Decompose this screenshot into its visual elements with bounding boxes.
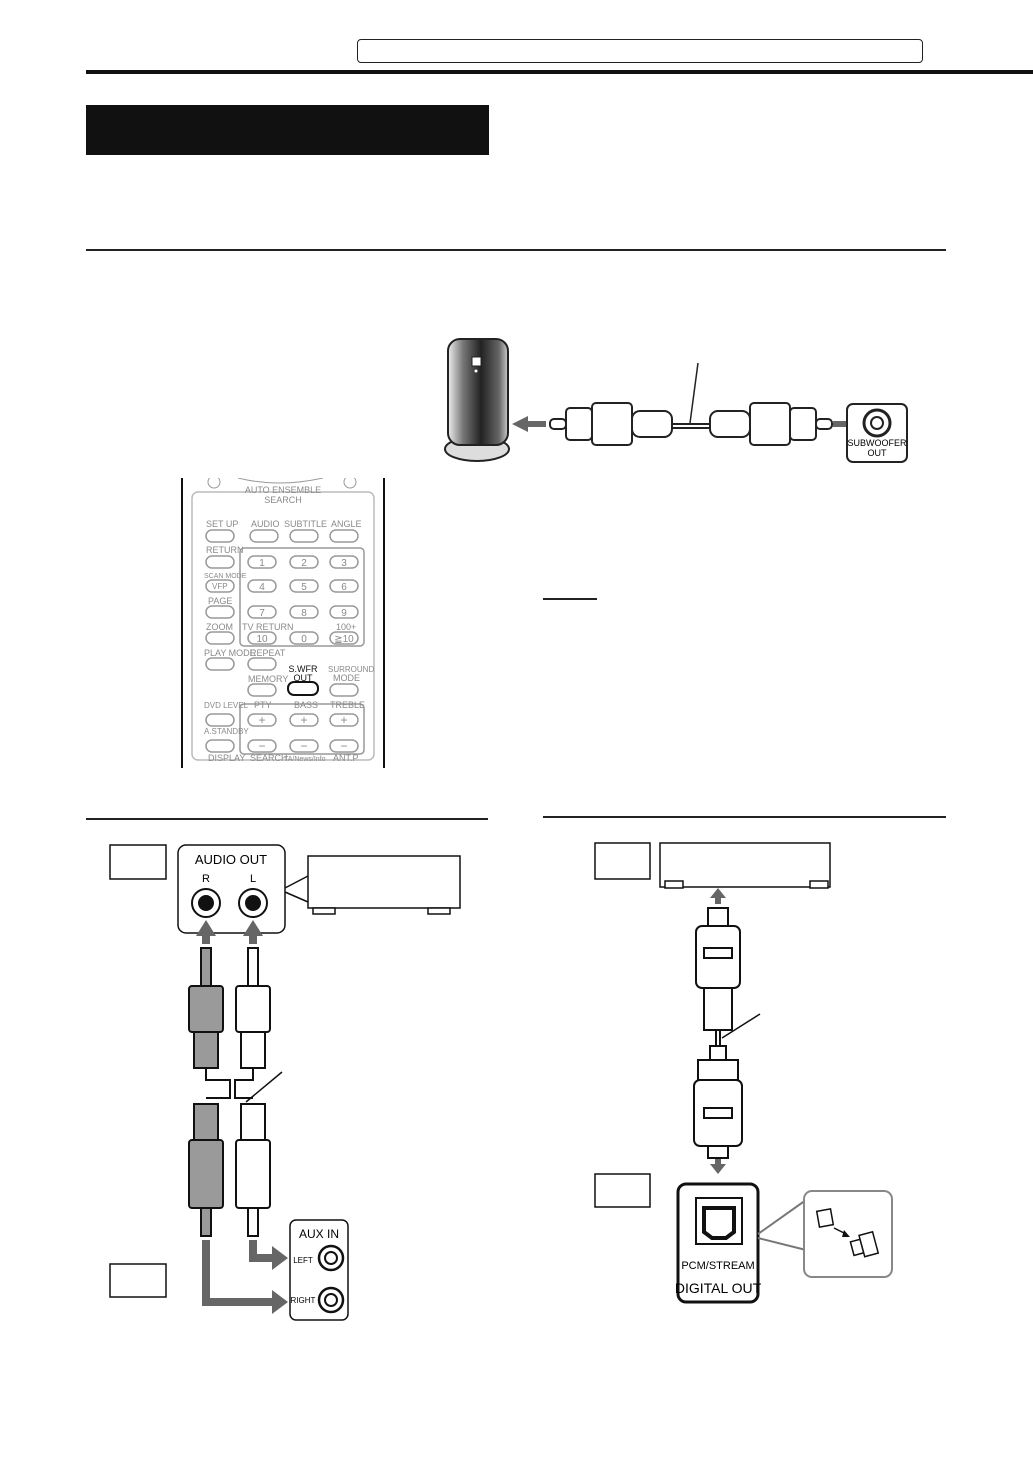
remote-label-auto-ensemble: AUTO ENSEMBLE	[245, 485, 321, 495]
remote-key-5: 5	[301, 582, 307, 593]
remote-btn-repeat: REPEAT	[250, 648, 286, 658]
aux-left-label: LEFT	[293, 1256, 313, 1265]
section-divider	[86, 249, 946, 251]
receiver-component-icon	[659, 842, 831, 889]
aux-right-label: RIGHT	[291, 1296, 316, 1305]
source-component-icon	[284, 855, 461, 915]
remote-control-illustration: AUTO ENSEMBLE SEARCH SET UP AUDIO SUBTIT…	[181, 478, 385, 768]
remote-key-8: 8	[301, 608, 307, 619]
aux-in-title: AUX IN	[299, 1227, 339, 1241]
remote-label-surround: SURROUND	[328, 665, 374, 674]
swfr-out-button	[287, 681, 319, 696]
subwoofer-jack-label-1: SUBWOOFER	[847, 438, 907, 448]
remote-btn-a-standby: A.STANDBY	[204, 727, 249, 736]
remote-btn-search: SEARCH	[250, 753, 288, 763]
analog-path-arrows	[202, 1240, 288, 1314]
remote-btn-dvd-level: DVD LEVEL	[204, 701, 249, 710]
remote-btn-play-mode: PLAY MODE	[204, 648, 256, 658]
optical-dust-cap-inset	[757, 1190, 893, 1278]
remote-btn-scan-mode: SCAN MODE	[204, 573, 247, 580]
remote-key-ge10: ≧10	[334, 634, 354, 645]
remote-btn-vfp: VFP	[212, 582, 228, 591]
digital-arrows	[710, 888, 726, 1174]
remote-label-pty: PTY	[254, 700, 272, 710]
remote-key-1: 1	[259, 558, 265, 569]
remote-btn-angle: ANGLE	[331, 519, 362, 529]
remote-key-10: 10	[256, 634, 268, 645]
remote-btn-subtitle: SUBTITLE	[284, 519, 327, 529]
remote-treble-minus: −	[340, 739, 347, 753]
rca-plugs-top	[188, 947, 271, 1099]
subwoofer-out-jack: SUBWOOFER OUT	[846, 403, 908, 463]
remote-bass-minus: −	[300, 739, 307, 753]
digital-connection-diagram: PCM/STREAM DIGITAL OUT	[594, 842, 893, 1304]
audio-out-title: AUDIO OUT	[195, 852, 267, 867]
subwoofer-connection-diagram: SUBWOOFER OUT	[444, 338, 908, 463]
section-title-bar	[86, 105, 489, 155]
remote-pty-plus: +	[258, 713, 265, 727]
remote-label-search: SEARCH	[264, 495, 302, 505]
optical-cable-icon	[693, 907, 743, 1159]
left-arrow-icon	[512, 416, 546, 432]
remote-key-9: 9	[341, 608, 347, 619]
remote-pty-minus: −	[258, 739, 265, 753]
cable-pointer-line	[245, 1071, 283, 1103]
analog-step-box-2	[109, 1263, 167, 1298]
subwoofer-jack-label-2: OUT	[868, 448, 888, 458]
remote-key-4: 4	[259, 582, 265, 593]
subwoofer-speaker-icon	[444, 338, 510, 462]
remote-key-0: 0	[301, 634, 307, 645]
remote-label-tv-return: TV RETURN	[242, 622, 294, 632]
remote-treble-plus: +	[340, 713, 347, 727]
audio-out-l-label: L	[250, 873, 256, 885]
remote-label-treble: TREBLE	[330, 700, 365, 710]
remote-btn-page: PAGE	[208, 596, 232, 606]
remote-btn-return: RETURN	[206, 545, 244, 555]
audio-out-r-label: R	[202, 873, 210, 885]
analog-connection-diagram: AUDIO OUT R L	[109, 844, 461, 1321]
remote-label-bass: BASS	[294, 700, 318, 710]
remote-label-100plus: 100+	[336, 622, 356, 632]
digital-out-jack: PCM/STREAM DIGITAL OUT	[675, 1182, 762, 1304]
header-box	[357, 39, 923, 63]
analog-section-rule	[86, 818, 488, 820]
remote-bass-plus: +	[300, 713, 307, 727]
optical-pointer-line	[721, 1013, 761, 1039]
remote-label-swfr: S.WFR	[289, 664, 318, 674]
remote-btn-memory: MEMORY	[248, 674, 288, 684]
pcm-stream-label: PCM/STREAM	[681, 1260, 754, 1272]
remote-btn-ta-news-info: TA/News/Info	[284, 756, 326, 763]
remote-btn-display: DISPLAY	[208, 753, 245, 763]
remote-btn-ant-p: ANT.P	[333, 753, 359, 763]
digital-out-label: DIGITAL OUT	[675, 1280, 762, 1296]
remote-key-3: 3	[341, 558, 347, 569]
remote-key-7: 7	[259, 608, 265, 619]
aux-in-panel: AUX IN LEFT RIGHT	[289, 1219, 349, 1321]
digital-step-box-2	[594, 1173, 651, 1208]
remote-btn-set-up: SET UP	[206, 519, 238, 529]
remote-key-2: 2	[301, 558, 307, 569]
audio-out-panel: AUDIO OUT R L	[177, 844, 286, 934]
digital-step-box-1	[594, 842, 651, 880]
analog-step-box-1	[109, 844, 167, 880]
header-rule	[86, 70, 1033, 74]
analog-up-arrows	[196, 920, 263, 944]
remote-key-6: 6	[341, 582, 347, 593]
note-underline	[543, 598, 597, 600]
remote-label-out: OUT	[294, 673, 314, 683]
rca-plugs-bottom	[188, 1103, 271, 1237]
remote-btn-zoom: ZOOM	[206, 622, 233, 632]
rca-cable-icon	[549, 362, 833, 446]
remote-btn-audio: AUDIO	[251, 519, 280, 529]
remote-label-mode: MODE	[333, 673, 360, 683]
digital-section-rule	[543, 816, 946, 818]
